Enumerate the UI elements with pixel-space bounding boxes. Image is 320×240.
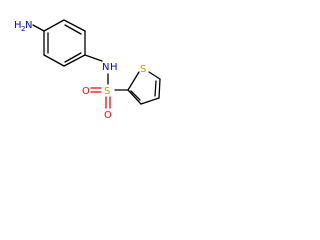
atom-amine-h: H (14, 20, 22, 31)
atom-oxygen-right: O (104, 110, 112, 121)
bond-ring-nh (84, 54, 103, 62)
bond-t2-t3 (158, 78, 161, 99)
atom-amine-n: N (25, 20, 32, 31)
bond-b5-b6 (43, 54, 65, 67)
thiophene-ring (127, 71, 161, 105)
atom-amide-n: N (102, 62, 109, 73)
atom-amine: H 2 N (14, 20, 32, 33)
atom-amine-h-count: 2 (21, 25, 25, 33)
bond-b4-b5 (63, 54, 86, 67)
atom-thiophene-s: S (140, 64, 146, 75)
atom-amide-h: H (110, 62, 118, 73)
double-b4-b5 (64, 52, 82, 63)
bond-t4-t1 (127, 89, 142, 105)
atom-oxygen-left: O (82, 86, 90, 97)
double-t2-t3 (154, 80, 157, 97)
molecule-diagram: H 2 N N H S O O S (0, 0, 179, 132)
double-t4-t1 (130, 90, 141, 101)
double-b2-b3 (64, 24, 82, 35)
bond-b2-b3 (63, 19, 86, 32)
bond-b1-b2 (43, 19, 65, 32)
benzene-ring (43, 19, 86, 67)
bond-t3-t4 (140, 97, 160, 105)
atom-amide: N H (102, 62, 118, 73)
bond-amine (32, 24, 45, 32)
background (0, 0, 179, 132)
atom-sulfonyl-s: S (104, 86, 110, 97)
bond-s-t2 (148, 71, 161, 80)
bond-t1-s (127, 71, 140, 91)
